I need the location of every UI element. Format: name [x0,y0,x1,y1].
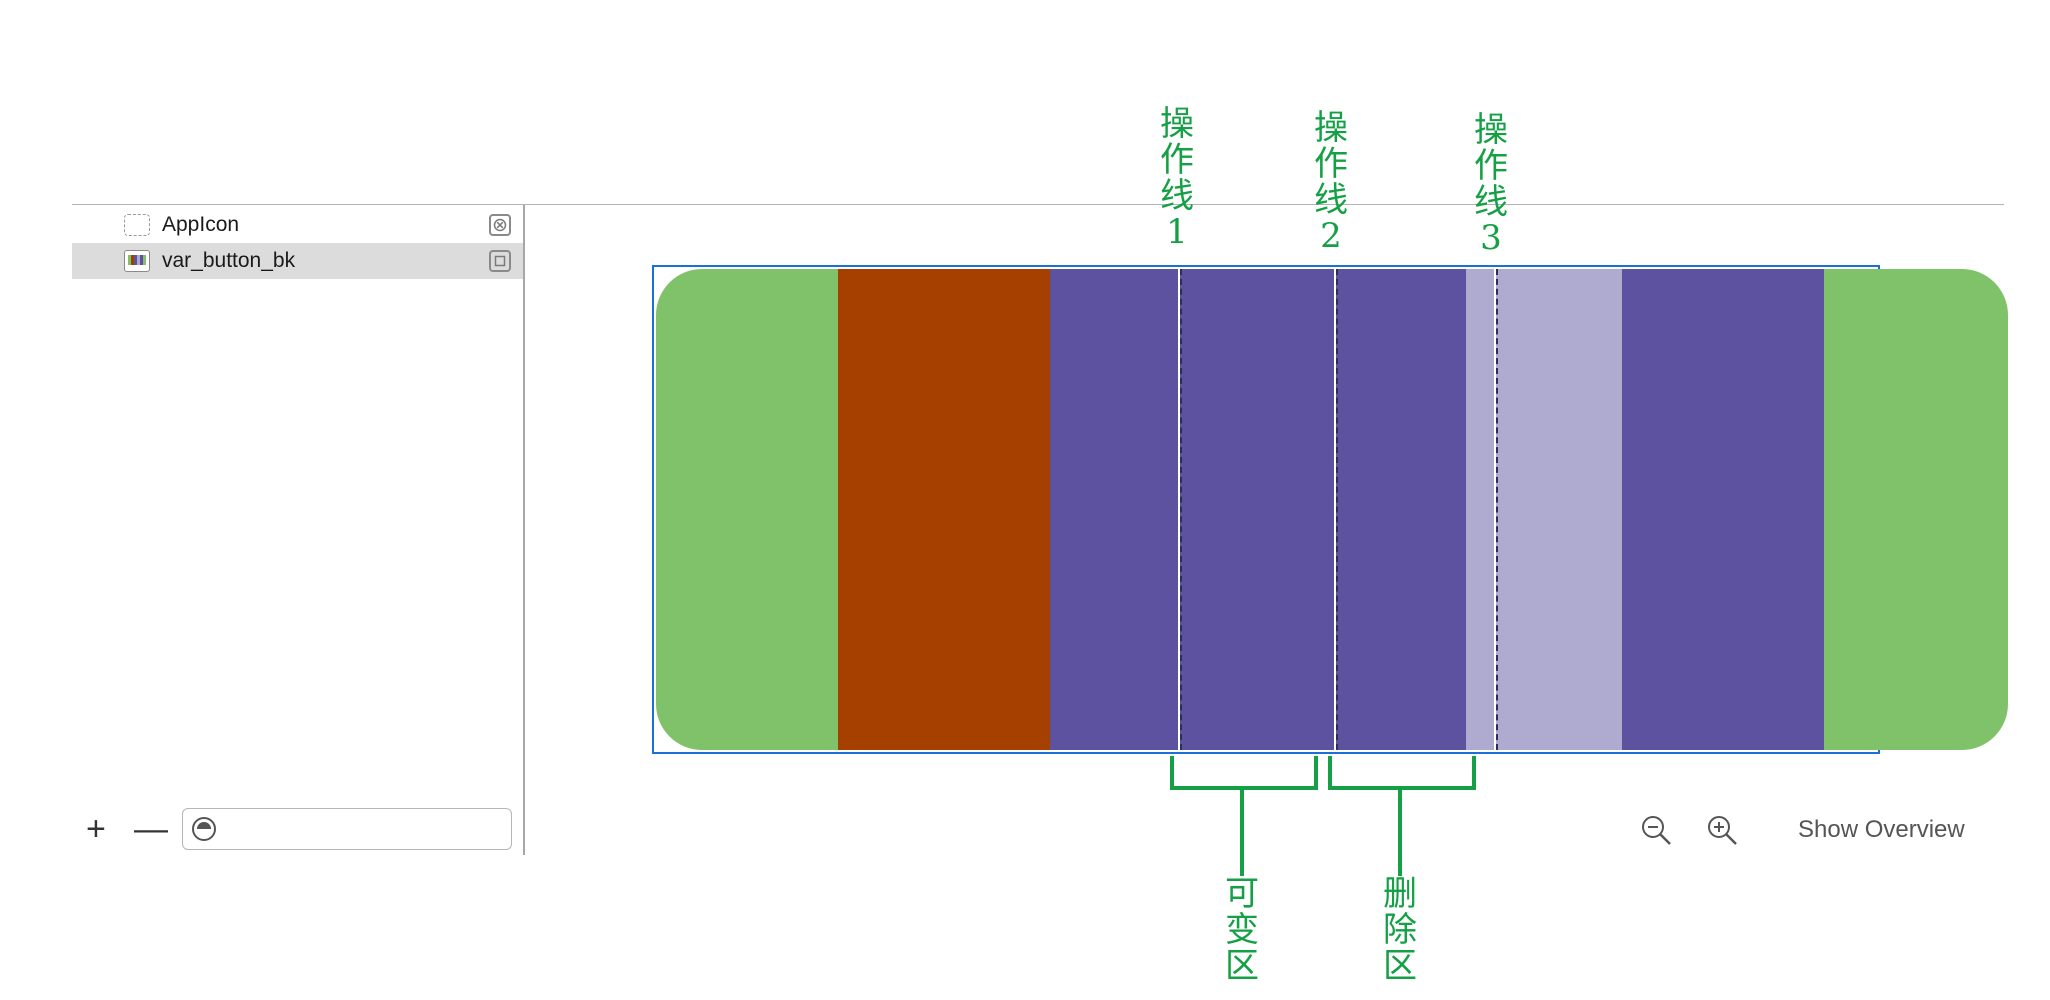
asset-row-var-button-bk[interactable]: var_button_bk [72,243,523,279]
lavender-delete-region [1466,269,1622,750]
annotation-delete-region: 删除区 [1383,874,1417,986]
image-preview-canvas[interactable] [652,265,2008,754]
asset-list-sidebar: AppIcon var_button_bk [72,205,524,855]
zoom-in-icon[interactable] [1706,814,1740,855]
slice-line-2[interactable] [1334,269,1338,750]
asset-row-appicon[interactable]: AppIcon [72,207,523,243]
imageset-icon [124,250,150,272]
right-cap-region [1824,269,2008,750]
add-asset-button[interactable]: + [86,810,106,848]
remove-asset-button[interactable]: — [134,810,168,848]
asset-label: var_button_bk [162,249,296,272]
delete-region-stem [1398,786,1402,876]
purple-region [1050,269,1466,750]
brown-region [838,269,1050,750]
slice-line-1[interactable] [1178,269,1182,750]
show-overview-button[interactable]: Show Overview [1798,816,1965,843]
asset-label: AppIcon [162,213,240,236]
annotation-variable-region: 可变区 [1225,874,1259,986]
square-icon [489,250,511,272]
zoom-out-icon[interactable] [1640,814,1674,855]
slice-line-3[interactable] [1494,269,1498,750]
sidebar-divider[interactable] [523,205,525,855]
filter-icon [192,817,216,841]
filter-field[interactable] [182,808,512,850]
left-cap-region [656,269,838,750]
variable-region-stem [1240,786,1244,876]
appiconset-icon [124,214,150,236]
circle-x-icon [489,214,511,236]
delete-region-bracket [1328,756,1476,790]
purple-region-right [1622,269,1824,750]
toolbar-separator [72,204,2004,205]
variable-region-bracket [1170,756,1318,790]
